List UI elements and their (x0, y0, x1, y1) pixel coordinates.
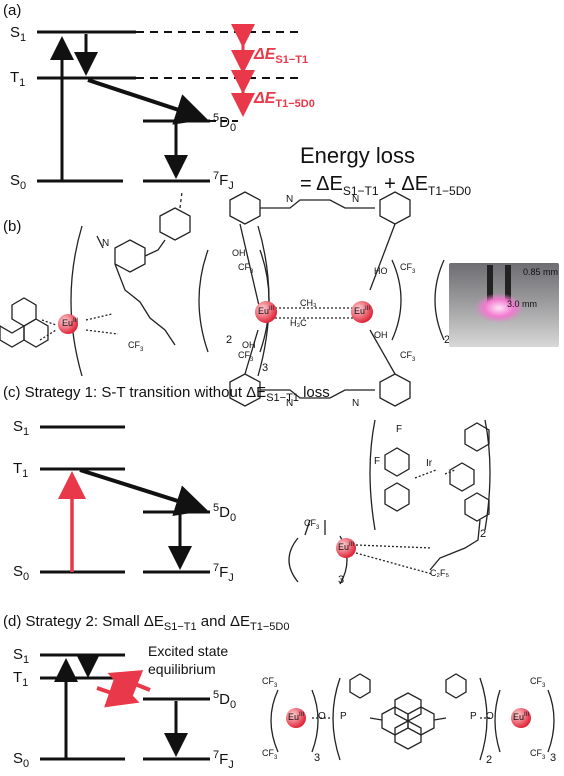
photo-dim-length: 3.0 mm (507, 299, 538, 309)
eu-sphere-b1 (58, 314, 78, 334)
o-label-d1: O (318, 711, 326, 722)
subscript-2-c: 2 (480, 528, 487, 540)
c-level-s0-label: S0 (13, 563, 30, 583)
device-photo: 0.85 mm 3.0 mm (449, 263, 559, 347)
f-label-c1: F (396, 424, 403, 435)
photo-dim-height: 0.85 mm (523, 267, 559, 277)
panel-c-label: (c) Strategy 1: S-T transition without Δ… (3, 384, 330, 404)
d-level-5d0-label: 5D0 (213, 689, 237, 711)
cf3-label-c: CF3 (304, 518, 320, 531)
oh-label-b2: OH (242, 340, 256, 350)
c-level-s1-label: S1 (13, 418, 30, 438)
panel-c-energy-diagram (40, 425, 210, 574)
cf3-label-d2: CF3 (262, 748, 278, 761)
panel-a-energy-diagram (37, 24, 300, 183)
c-level-7fj-label: 7FJ (213, 562, 234, 584)
oh-label-b3: OH (374, 330, 388, 340)
n-label-b5: N (352, 398, 360, 409)
c-level-5d0-label: 5D0 (213, 502, 237, 524)
subscript-3-d2: 3 (550, 752, 557, 764)
eu-sphere-b3 (351, 301, 373, 323)
c-level-t1-label: T1 (13, 460, 29, 480)
subscript-3-c: 3 (338, 574, 345, 586)
n-label-b2: N (286, 194, 294, 205)
p-label-d1: P (340, 711, 347, 722)
eu-label-b1: EuIII (62, 318, 79, 328)
panel-d-label: (d) Strategy 2: Small ΔES1−T1 and ΔET1−5… (3, 613, 290, 633)
cf3-label-d4: CF3 (530, 748, 546, 761)
cf3-label-b4: CF3 (400, 262, 416, 275)
probe-left (487, 265, 493, 309)
panel-c-structure (288, 419, 491, 585)
eu-label-d1: EuIII (288, 712, 305, 722)
panel-d-structure (270, 673, 555, 761)
eu-label-d2: EuIII (513, 712, 530, 722)
eu-sphere-d2 (511, 708, 531, 728)
n-label-b: N (102, 238, 110, 249)
h3c-label-b: H₃C (290, 318, 307, 328)
level-7fj-label: 7FJ (213, 170, 234, 192)
delta-e-t1-5d0-label: ΔET1−5D0 (254, 90, 315, 111)
panel-a-label: (a) (3, 2, 22, 19)
ir-label-c: Ir (426, 458, 433, 469)
p-label-d2: P (470, 711, 477, 722)
cf3-label-d1: CF3 (262, 676, 278, 689)
n-label-b4: N (286, 398, 294, 409)
c2f5-label-c: C₂F₅ (430, 568, 450, 578)
ho-label-b1: HO (374, 266, 388, 276)
f-label-c2: F (374, 456, 381, 467)
cf3-label-b3: CF3 (238, 350, 254, 363)
level-5d0-label: 5D0 (213, 112, 237, 134)
eu-sphere-d1 (286, 708, 306, 728)
cf3-label-b1: CF3 (128, 340, 144, 353)
d-level-7fj-label: 7FJ (213, 749, 234, 771)
d-level-t1-label: T1 (13, 669, 29, 689)
d-level-s0-label: S0 (13, 750, 30, 770)
panel-d-energy-diagram (40, 653, 210, 761)
n-label-b3: N (352, 194, 360, 205)
eu-label-c: EuIII (338, 542, 355, 552)
eu-sphere-c (336, 538, 356, 558)
energy-loss-equation: = ΔES1−T1 + ΔET1−5D0 (300, 173, 472, 198)
level-t1-label: T1 (10, 69, 26, 89)
subscript-2-b3: 2 (444, 334, 451, 346)
subscript-2-d: 2 (486, 754, 493, 766)
probe-right (505, 265, 511, 309)
energy-loss-title: Energy loss (300, 143, 415, 168)
subscript-2-b2: 2 (226, 334, 233, 346)
eu-sphere-b2 (255, 301, 277, 323)
subscript-3-d1: 3 (314, 752, 321, 764)
ch3-label-b: CH₃ (300, 298, 317, 308)
d-level-s1-label: S1 (13, 646, 30, 666)
delta-e-s1-t1-label: ΔES1−T1 (254, 46, 309, 67)
oh-label-b1: OH (232, 248, 246, 258)
cf3-label-b5: CF3 (400, 350, 416, 363)
emission-glow (474, 293, 524, 323)
level-s0-label: S0 (10, 172, 27, 192)
cf3-label-d3: CF3 (530, 676, 546, 689)
subscript-3-b1: 3 (262, 362, 269, 374)
level-s1-label: S1 (10, 24, 27, 44)
eu-label-b2: EuIII (258, 306, 275, 316)
panel-b-structures (0, 191, 445, 407)
o-label-d2: O (486, 711, 494, 722)
eu-label-b3: EuIII (354, 306, 371, 316)
panel-b-label: (b) (3, 218, 22, 235)
cf3-label-b2: CF3 (238, 262, 254, 275)
